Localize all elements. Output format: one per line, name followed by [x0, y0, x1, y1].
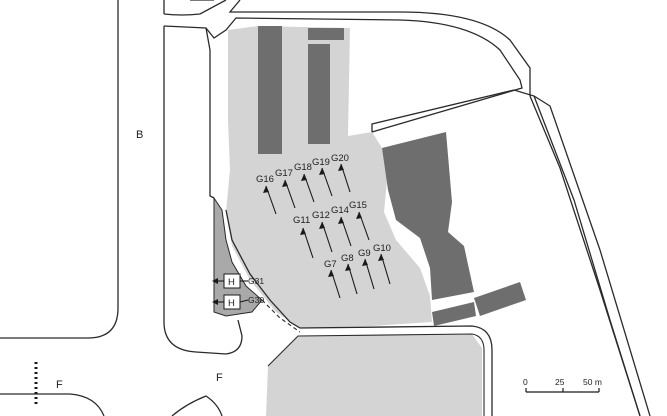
gate-label-g9: G9: [358, 248, 371, 259]
road-b-left-edge: [0, 0, 119, 339]
scale-label-25: 25: [555, 377, 565, 387]
road-label-f-center: F: [216, 372, 223, 384]
helipad-symbol-g30: H: [228, 298, 235, 309]
road-top-curve-a: [163, 0, 227, 16]
apron-south-road: [225, 209, 493, 416]
gate-label-g16: G16: [256, 174, 274, 185]
helipad-arrowhead-g31: [212, 278, 218, 284]
gate-label-g20: G20: [331, 153, 349, 164]
gate-label-g19: G19: [312, 157, 330, 168]
road-top-lower: [163, 17, 523, 133]
road-label-b: B: [136, 129, 143, 141]
central-road-right: [205, 27, 215, 199]
gate-label-g10: G10: [373, 243, 391, 254]
apron-south-dash: [261, 299, 301, 333]
road-east-outer: [533, 95, 651, 416]
helipad-g30: H G30: [212, 294, 264, 310]
scale-label-0: 0: [523, 377, 528, 387]
gate-label-g18: G18: [294, 162, 312, 173]
gate-label-g11: G11: [293, 215, 310, 226]
helipad-g31: H G31: [212, 273, 264, 289]
scale-bar: 0 25 50 m: [523, 377, 602, 393]
small-building-1: [432, 302, 476, 326]
gate-label-g12: G12: [312, 210, 330, 221]
small-building-2: [474, 282, 526, 316]
helipad-gate-g31: G31: [248, 276, 264, 286]
gate-label-g7: G7: [324, 259, 337, 270]
scale-label-50: 50 m: [583, 377, 602, 387]
road-f-lower-edge: [0, 393, 105, 416]
gate-label-g8: G8: [341, 253, 354, 264]
helipad-symbol-g31: H: [228, 277, 235, 288]
road-label-f-left: F: [56, 379, 63, 391]
road-f-center: [171, 395, 223, 416]
road-top-curve-b: [228, 0, 641, 416]
helipad-connector-g30: [239, 299, 249, 303]
lower-apron: [266, 334, 482, 416]
gate-label-g17: G17: [275, 168, 293, 179]
hangar-north-west: [258, 26, 282, 154]
central-road-left: [163, 26, 243, 355]
helipad-gate-g30: G30: [248, 295, 264, 305]
lower-apron-edge: [267, 333, 485, 416]
gate-label-g15: G15: [349, 200, 367, 211]
hangar-north-roof: [308, 28, 344, 40]
terminal-building: [382, 132, 474, 300]
helipad-arrowhead-g30: [212, 299, 218, 305]
gate-label-g14: G14: [331, 205, 349, 216]
hangar-north-east: [308, 44, 330, 144]
gate-arrowheads: [263, 164, 384, 277]
